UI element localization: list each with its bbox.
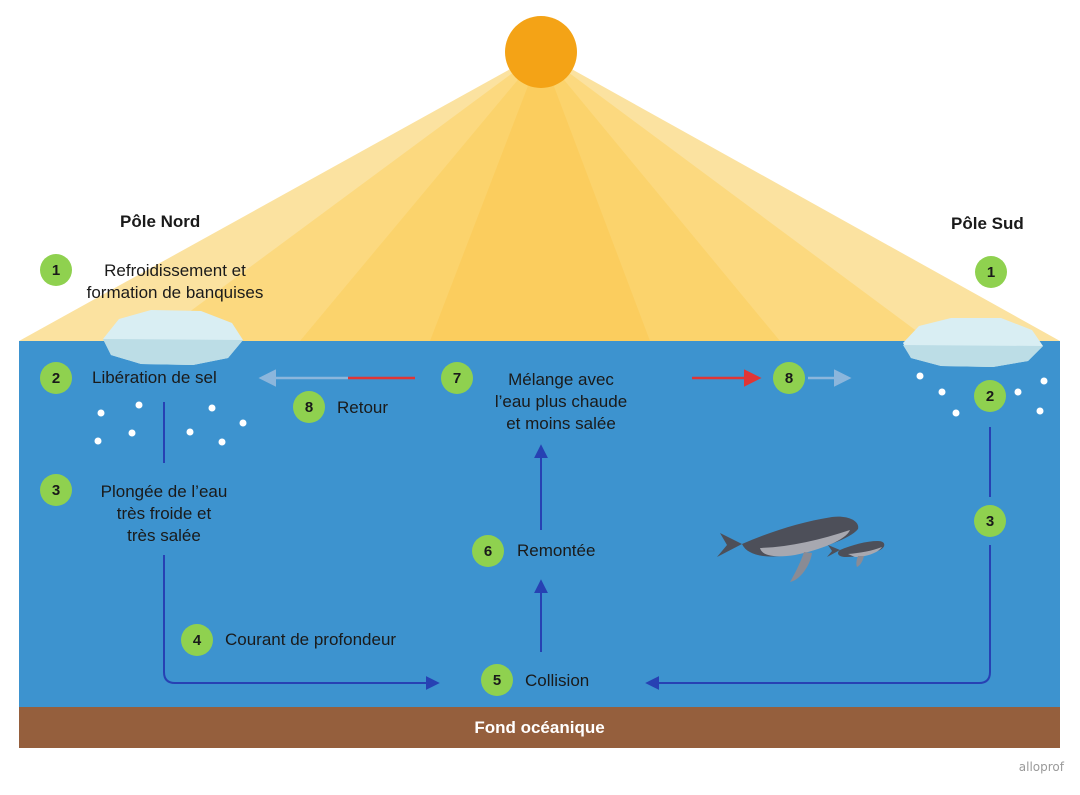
step-1-label: Refroidissement et formation de banquise… — [86, 261, 264, 302]
deep-current-arrow-south — [645, 545, 991, 690]
step-badge-8: 8 — [293, 391, 325, 423]
step-badge-1: 1 — [40, 254, 72, 286]
step-2-label: Libération de sel — [92, 368, 217, 387]
salt-particle-icon — [916, 372, 1048, 417]
step-badge-4: 4 — [181, 624, 213, 656]
south-pole-title: Pôle Sud — [951, 214, 1024, 233]
step-7-label: Mélange avec l’eau plus chaude et moins … — [494, 370, 628, 433]
step-6-label: Remontée — [517, 541, 596, 560]
step-badge-3: 3 — [40, 474, 72, 506]
step-4-label: Courant de profondeur — [225, 630, 397, 649]
whale-icon — [717, 516, 859, 582]
whale-icon — [827, 541, 885, 567]
north-pole-title: Pôle Nord — [120, 212, 201, 231]
step-3-label: Plongée de l’eau très froide et très sal… — [100, 482, 228, 545]
step-badge-8-right: 8 — [773, 362, 805, 394]
sun-icon — [505, 16, 577, 88]
salt-particle-icon — [94, 401, 247, 446]
step-badge-2-south: 2 — [974, 380, 1006, 412]
step-badge-7: 7 — [441, 362, 473, 394]
ocean-floor — [19, 707, 1060, 748]
step-8-label: Retour — [337, 398, 389, 417]
brand-logo: alloprof — [1018, 760, 1064, 774]
iceberg-icon — [903, 318, 1043, 367]
step-badge-1-south: 1 — [975, 256, 1007, 288]
step-badge-2: 2 — [40, 362, 72, 394]
deep-current-arrow-north — [163, 555, 440, 690]
iceberg-icon — [103, 310, 243, 365]
step-5-label: Collision — [525, 671, 590, 690]
sunlight-rays — [19, 52, 1060, 341]
ocean-floor-label: Fond océanique — [474, 718, 605, 737]
step-badge-3-south: 3 — [974, 505, 1006, 537]
step-badge-5: 5 — [481, 664, 513, 696]
step-badge-6: 6 — [472, 535, 504, 567]
